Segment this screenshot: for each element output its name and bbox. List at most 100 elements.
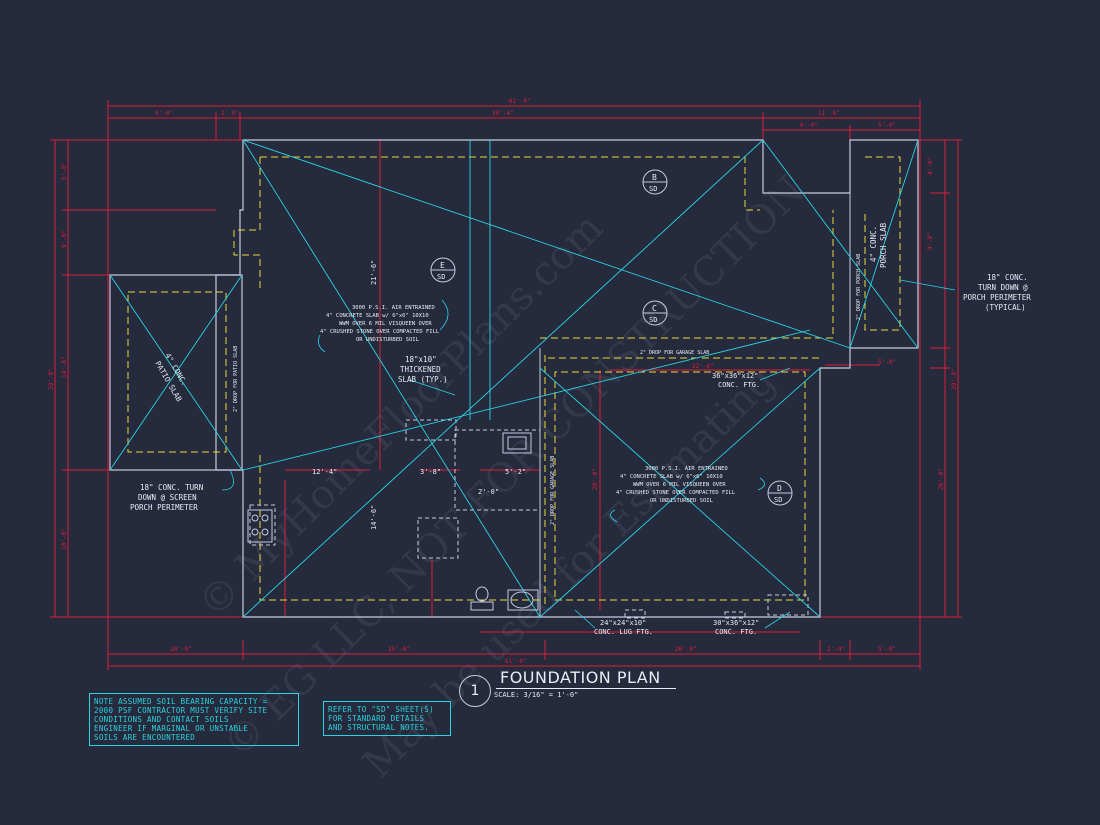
dim-overall-bottom: 61'-0" (505, 658, 527, 665)
plan-number-bubble: 1 (459, 675, 491, 707)
soil-note-line: SOILS ARE ENCOUNTERED (94, 733, 196, 742)
svg-text:WWM OVER 6 MIL VISQUEEN OVER: WWM OVER 6 MIL VISQUEEN OVER (339, 321, 432, 327)
dim-right-b: 9'-8" (927, 232, 934, 250)
plan-scale: SCALE: 3/16" = 1'-0" (494, 691, 579, 699)
svg-text:PORCH SLAB: PORCH SLAB (879, 222, 888, 268)
reference-lines (109, 139, 919, 618)
patio-drop-note: 2" DROP FOR PATIO SLAB (233, 346, 239, 412)
callout-leaders (221, 279, 956, 629)
porch-slab-note: 4" CONC. PORCH SLAB (869, 222, 888, 268)
sd-note-line: REFER TO "SD" SHEET(S) (328, 705, 434, 714)
svg-text:WWM OVER 6 MIL VISQUEEN OVER: WWM OVER 6 MIL VISQUEEN OVER (633, 482, 726, 488)
dim-left-b: 9'-0" (61, 230, 68, 248)
svg-text:(TYPICAL): (TYPICAL) (985, 303, 1026, 312)
dim-int-5-2: 5'-2" (505, 468, 526, 476)
sd-note-line: FOR STANDARD DETAILS (328, 714, 425, 723)
dim-bot-c: 26'-0" (675, 646, 697, 653)
toilet-icon (470, 586, 494, 611)
soil-note-line: NOTE ASSUMED SOIL BEARING CAPACITY = (94, 697, 268, 706)
footing-36-note: 36"x36"x12" CONC. FTG. (712, 372, 760, 389)
svg-text:4" CONCRETE SLAB w/ 6"x6" 10X1: 4" CONCRETE SLAB w/ 6"x6" 10X10 (326, 313, 429, 319)
sink-icon (507, 589, 539, 611)
svg-text:30"x36"x12": 30"x36"x12" (713, 619, 759, 627)
interior-footing-lines (249, 419, 809, 619)
dim-int-2-0: 2'-0" (478, 488, 499, 496)
svg-text:D: D (777, 484, 782, 493)
porch-drop-note: 2" DROP FOR PORCH SLAB (856, 254, 862, 320)
soil-bearing-note: NOTE ASSUMED SOIL BEARING CAPACITY = 200… (89, 693, 299, 746)
svg-text:3000 P.S.I. AIR ENTRAINED: 3000 P.S.I. AIR ENTRAINED (352, 305, 435, 311)
dim-overall-top: 61'-0" (509, 98, 531, 105)
svg-text:CONC. FTG.: CONC. FTG. (718, 381, 760, 389)
svg-text:SD: SD (437, 273, 445, 281)
dim-left-c: 14'-8" (61, 356, 68, 378)
dim-right-total: 39'-0" (951, 368, 958, 390)
dim-bot-d: 2'-4" (827, 646, 845, 653)
svg-text:3000 P.S.I. AIR ENTRAINED: 3000 P.S.I. AIR ENTRAINED (645, 466, 728, 472)
dim-top-a: 9'-0" (155, 110, 173, 117)
dim-right-d: 26'-0" (938, 468, 945, 490)
porch-outline (763, 192, 851, 348)
svg-text:4" CRUSHED STONE OVER COMPACTE: 4" CRUSHED STONE OVER COMPACTED FILL (616, 490, 736, 496)
section-marker-e[interactable]: E SD (430, 257, 456, 283)
hvac-pad-icon (247, 509, 273, 543)
svg-text:DOWN @ SCREEN: DOWN @ SCREEN (138, 493, 197, 502)
svg-text:CONC. FTG.: CONC. FTG. (715, 628, 757, 636)
dim-int-3-8: 3'-8" (420, 468, 441, 476)
dim-top-f: 5'-0" (878, 122, 896, 129)
dim-top-c: 39'-4" (492, 110, 514, 117)
svg-text:24"x24"x10": 24"x24"x10" (600, 619, 646, 627)
slab-note-main: 3000 P.S.I. AIR ENTRAINED 4" CONCRETE SL… (320, 305, 440, 343)
dim-bot-e: 5'-0" (878, 646, 896, 653)
sd-note-line: AND STRUCTURAL NOTES. (328, 723, 430, 732)
svg-text:OR UNDISTURBED SOIL: OR UNDISTURBED SOIL (650, 498, 714, 504)
dim-int-12-4: 12'-4" (312, 468, 337, 476)
svg-text:TURN DOWN @: TURN DOWN @ (978, 283, 1028, 292)
dim-int-21-6: 21'-6" (370, 260, 378, 285)
screen-porch-note: 18" CONC. TURN DOWN @ SCREEN PORCH PERIM… (130, 483, 203, 512)
svg-text:SD: SD (649, 316, 657, 324)
svg-text:B: B (652, 173, 657, 182)
garage-drop-note-vertical: 2" DROP FOR GARAGE SLAB (550, 456, 556, 525)
svg-text:SLAB (TYP.): SLAB (TYP.) (398, 375, 448, 384)
svg-text:E: E (440, 261, 445, 270)
svg-text:SD: SD (649, 185, 657, 193)
dim-left-d: 10'-0" (61, 528, 68, 550)
dim-right-a: 4'-0" (927, 157, 934, 175)
footing-30-note: 30"x36"x12" CONC. FTG. (713, 619, 759, 636)
plan-title: FOUNDATION PLAN (500, 668, 661, 687)
soil-note-line: CONDITIONS AND CONTACT SOILS (94, 715, 229, 724)
dim-top-e: 6'-0" (800, 122, 818, 129)
soil-note-line: ENGINEER IF MARGINAL OR UNSTABLE (94, 724, 249, 733)
slab-edge-lines (127, 156, 901, 605)
svg-text:CONC. LUG FTG.: CONC. LUG FTG. (594, 628, 653, 636)
section-marker-c[interactable]: C SD (642, 300, 668, 326)
dim-int-14-6: 14'-6" (370, 505, 378, 530)
slab-note-garage: 3000 P.S.I. AIR ENTRAINED 4" CONCRETE SL… (616, 466, 736, 504)
svg-text:PORCH PERIMETER: PORCH PERIMETER (963, 293, 1031, 302)
patio-slab-note: 4" CONC. PATIO SLAB (153, 352, 189, 404)
svg-text:4" CONCRETE SLAB w/ 6"x6" 10X1: 4" CONCRETE SLAB w/ 6"x6" 10X10 (620, 474, 723, 480)
dim-left-a: 5'-8" (61, 162, 68, 180)
lug-footing-note: 24"x24"x10" CONC. LUG FTG. (594, 619, 653, 636)
porch-perimeter-note: 18" CONC. TURN DOWN @ PORCH PERIMETER (T… (963, 273, 1031, 312)
dim-right-c: 5'-0" (878, 359, 896, 366)
dim-bot-b: 25'-0" (388, 646, 410, 653)
section-marker-b[interactable]: B SD (642, 169, 668, 195)
svg-text:OR UNDISTURBED SOIL: OR UNDISTURBED SOIL (356, 337, 420, 343)
tub-icon (502, 432, 532, 454)
svg-text:18"x10": 18"x10" (405, 355, 437, 364)
svg-text:4" CONC.: 4" CONC. (869, 226, 878, 262)
garage-drop-note: 2" DROP FOR GARAGE SLAB (640, 350, 709, 356)
dim-int-22-6: 22'-6" (692, 363, 714, 370)
svg-text:18" CONC.: 18" CONC. (987, 273, 1028, 282)
svg-text:36"x36"x12": 36"x36"x12" (712, 372, 758, 380)
section-marker-d[interactable]: D SD (767, 480, 793, 506)
soil-note-line: 2000 PSF CONTRACTOR MUST VERIFY SITE (94, 706, 268, 715)
svg-text:18" CONC. TURN: 18" CONC. TURN (140, 483, 203, 492)
plan-title-underline (496, 688, 676, 689)
svg-text:C: C (652, 304, 657, 313)
dim-left-total: 39'-0" (48, 368, 55, 390)
svg-text:PORCH PERIMETER: PORCH PERIMETER (130, 503, 198, 512)
